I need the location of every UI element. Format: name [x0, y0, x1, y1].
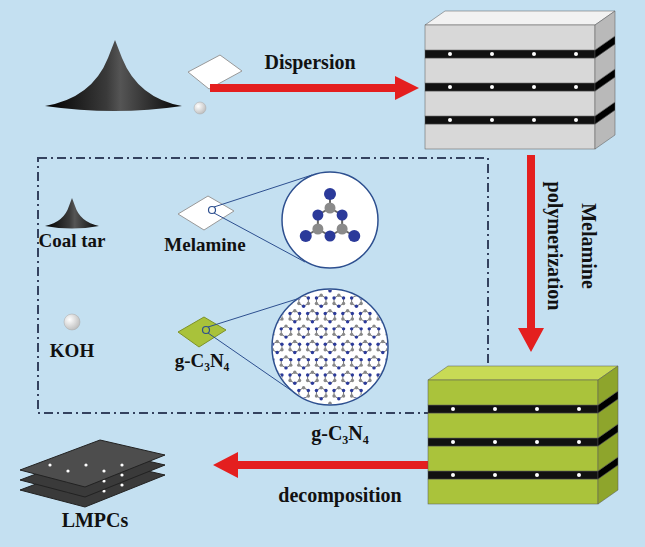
coal-tar-drop: [45, 40, 182, 111]
zoom-circle: [282, 172, 378, 268]
zoom-circle: [272, 289, 388, 405]
key-label: KOH: [50, 340, 94, 362]
melamine-sheet: [188, 55, 242, 89]
koh-icon: [64, 314, 80, 330]
key-label: Coal tar: [38, 230, 105, 252]
lmpc-sheets: [20, 440, 165, 507]
zoom-spot: [203, 327, 210, 334]
key-label: g-C₃N₄: [175, 350, 230, 372]
product-label: LMPCs: [50, 508, 140, 532]
melamine-icon: [178, 196, 234, 230]
gcn-icon: [178, 317, 226, 347]
layered-stack-green: [428, 366, 618, 504]
melamine-molecule: [300, 188, 360, 242]
coal-tar-icon: [45, 198, 99, 229]
zoom-spot: [209, 207, 216, 214]
decomposition-arrow: [213, 452, 445, 478]
key-label: Melamine: [164, 234, 245, 256]
key-frame: [38, 158, 488, 413]
polymerization-arrow: [518, 155, 544, 352]
step-label: Dispersion: [250, 50, 370, 74]
layered-stack: [425, 11, 615, 149]
koh-ball: [194, 102, 206, 114]
step-label: Melamine polymerization: [538, 166, 606, 326]
step-label: g-C₃N₄ decomposition: [250, 402, 430, 526]
dispersion-arrow: [210, 76, 419, 100]
